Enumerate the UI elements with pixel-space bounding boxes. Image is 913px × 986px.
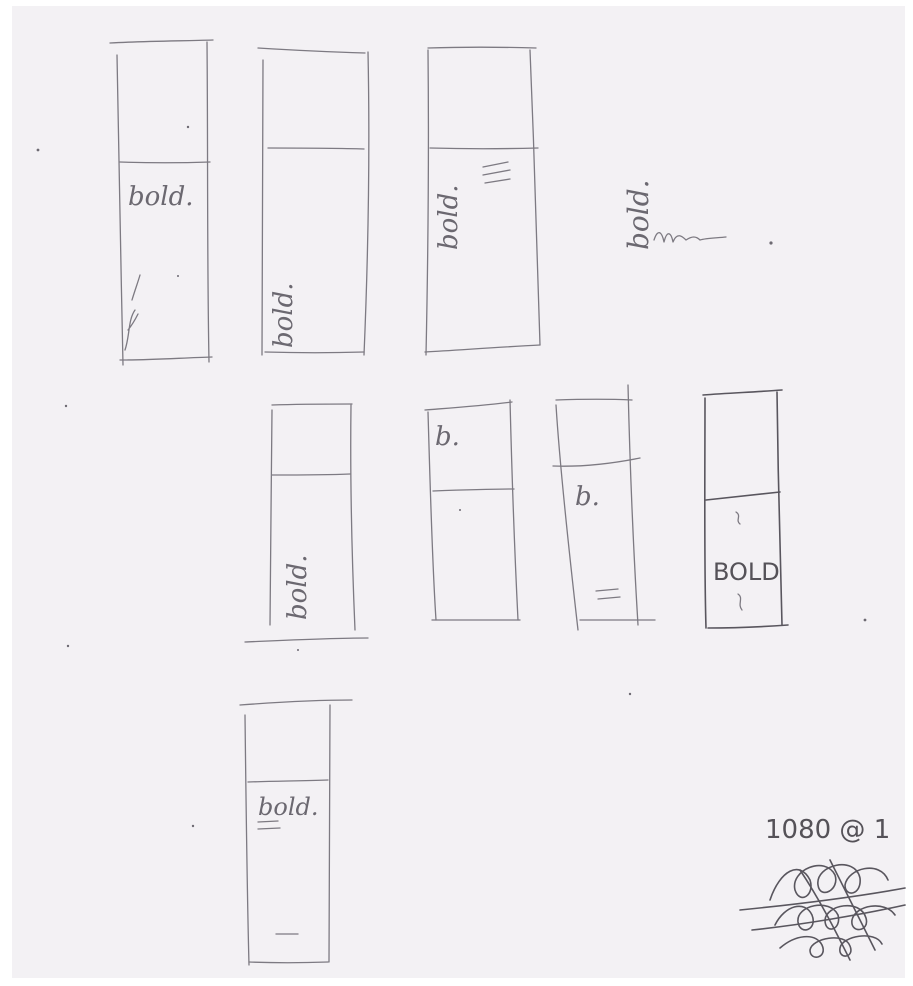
- wireframe-3: bold.: [425, 47, 540, 355]
- crossed-out-scribble: [740, 860, 905, 960]
- wireframe-2: bold.: [258, 48, 369, 355]
- wireframe-5: b.: [425, 400, 520, 620]
- label-bold-2: bold.: [269, 282, 299, 348]
- text-lines-3: [483, 162, 510, 183]
- label-bold-4: bold.: [283, 554, 313, 620]
- label-bold-standalone: bold.: [622, 179, 655, 250]
- wireframe-1: bold.: [110, 40, 213, 365]
- label-b-6: b.: [575, 482, 600, 512]
- label-bold-3: bold.: [434, 184, 464, 250]
- label-bold-8: bold.: [258, 793, 318, 821]
- wireframe-6: b.: [553, 385, 655, 630]
- standalone-bold-text: bold.: [622, 179, 773, 250]
- wireframe-8: bold.: [240, 700, 352, 965]
- scribble-text-1: [125, 275, 140, 350]
- label-b-5: b.: [435, 422, 460, 452]
- squiggle-top-7: [736, 512, 740, 524]
- squiggle-bottom-7: [738, 594, 742, 610]
- text-lines-6: [596, 589, 620, 599]
- wireframe-4: bold.: [245, 404, 368, 642]
- label-bold-caps-7: BOLD: [713, 558, 780, 586]
- scribble-text-standalone: [654, 233, 726, 242]
- text-lines-8: [258, 821, 280, 829]
- resolution-note: 1080 @ 1: [765, 815, 890, 845]
- resolution-note-text: 1080 @ 1: [765, 815, 890, 845]
- wireframe-7: BOLD: [703, 390, 788, 628]
- label-bold-1: bold.: [128, 182, 194, 212]
